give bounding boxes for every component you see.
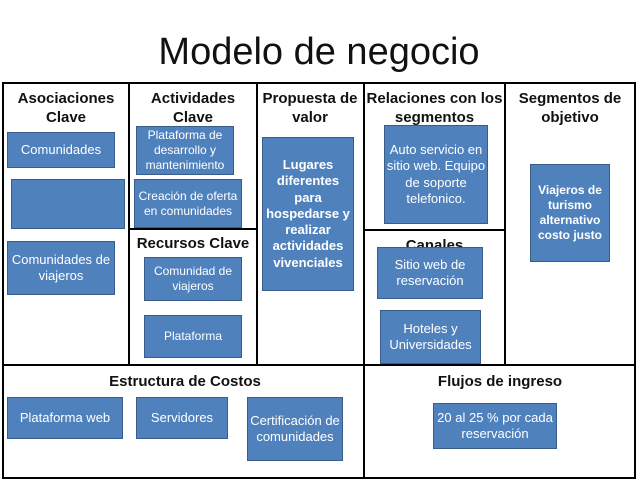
box-servidores: Servidores [136, 397, 228, 439]
box-auto-servicio: Auto servicio en sitio web. Equipo de so… [384, 125, 488, 224]
header-segmentos-objetivo: Segmentos de objetivo [518, 90, 622, 126]
grid-line-v2 [256, 82, 258, 365]
grid-line-v4 [504, 82, 506, 365]
box-plataforma-desarrollo: Plataforma de desarrollo y mantenimiento [136, 126, 234, 175]
box-viajeros-turismo: Viajeros de turismo alternativo costo ju… [530, 164, 610, 262]
header-estructura-costos: Estructura de Costos [109, 373, 261, 390]
grid-line-top [2, 82, 636, 84]
grid-line-h-recursos [128, 228, 258, 230]
header-recursos-clave: Recursos Clave [136, 235, 250, 252]
grid-line-v3 [363, 82, 365, 477]
grid-line-left [2, 82, 4, 479]
box-blank [11, 179, 125, 229]
header-flujos-ingreso: Flujos de ingreso [437, 373, 563, 390]
box-creacion-oferta: Creación de oferta en comunidades [134, 179, 242, 228]
box-sitio-web: Sitio web de reservación [377, 247, 483, 299]
box-comunidad-viajeros: Comunidad de viajeros [144, 257, 242, 301]
grid-line-v1 [128, 82, 130, 365]
box-plataforma: Plataforma [144, 315, 242, 358]
box-comunidades: Comunidades [7, 132, 115, 168]
header-relaciones-segmentos: Relaciones con los segmentos [366, 90, 503, 126]
box-hoteles-universidades: Hoteles y Universidades [380, 310, 481, 364]
box-comunidades-viajeros: Comunidades de viajeros [7, 241, 115, 295]
header-actividades-clave: Actividades Clave [150, 90, 236, 126]
grid-line-middle [2, 364, 636, 366]
box-certificacion: Certificación de comunidades [247, 397, 343, 461]
box-porcentaje-reservacion: 20 al 25 % por cada reservación [433, 403, 557, 449]
header-asociaciones-clave: Asociaciones Clave [17, 90, 115, 126]
header-propuesta-de-valor: Propuesta de valor [262, 90, 358, 126]
box-lugares-diferentes: Lugares diferentes para hospedarse y rea… [262, 137, 354, 291]
grid-line-bottom [2, 477, 636, 479]
grid-line-h-canales [363, 229, 506, 231]
box-plataforma-web: Plataforma web [7, 397, 123, 439]
page-title: Modelo de negocio [158, 31, 480, 73]
grid-line-right [634, 82, 636, 479]
